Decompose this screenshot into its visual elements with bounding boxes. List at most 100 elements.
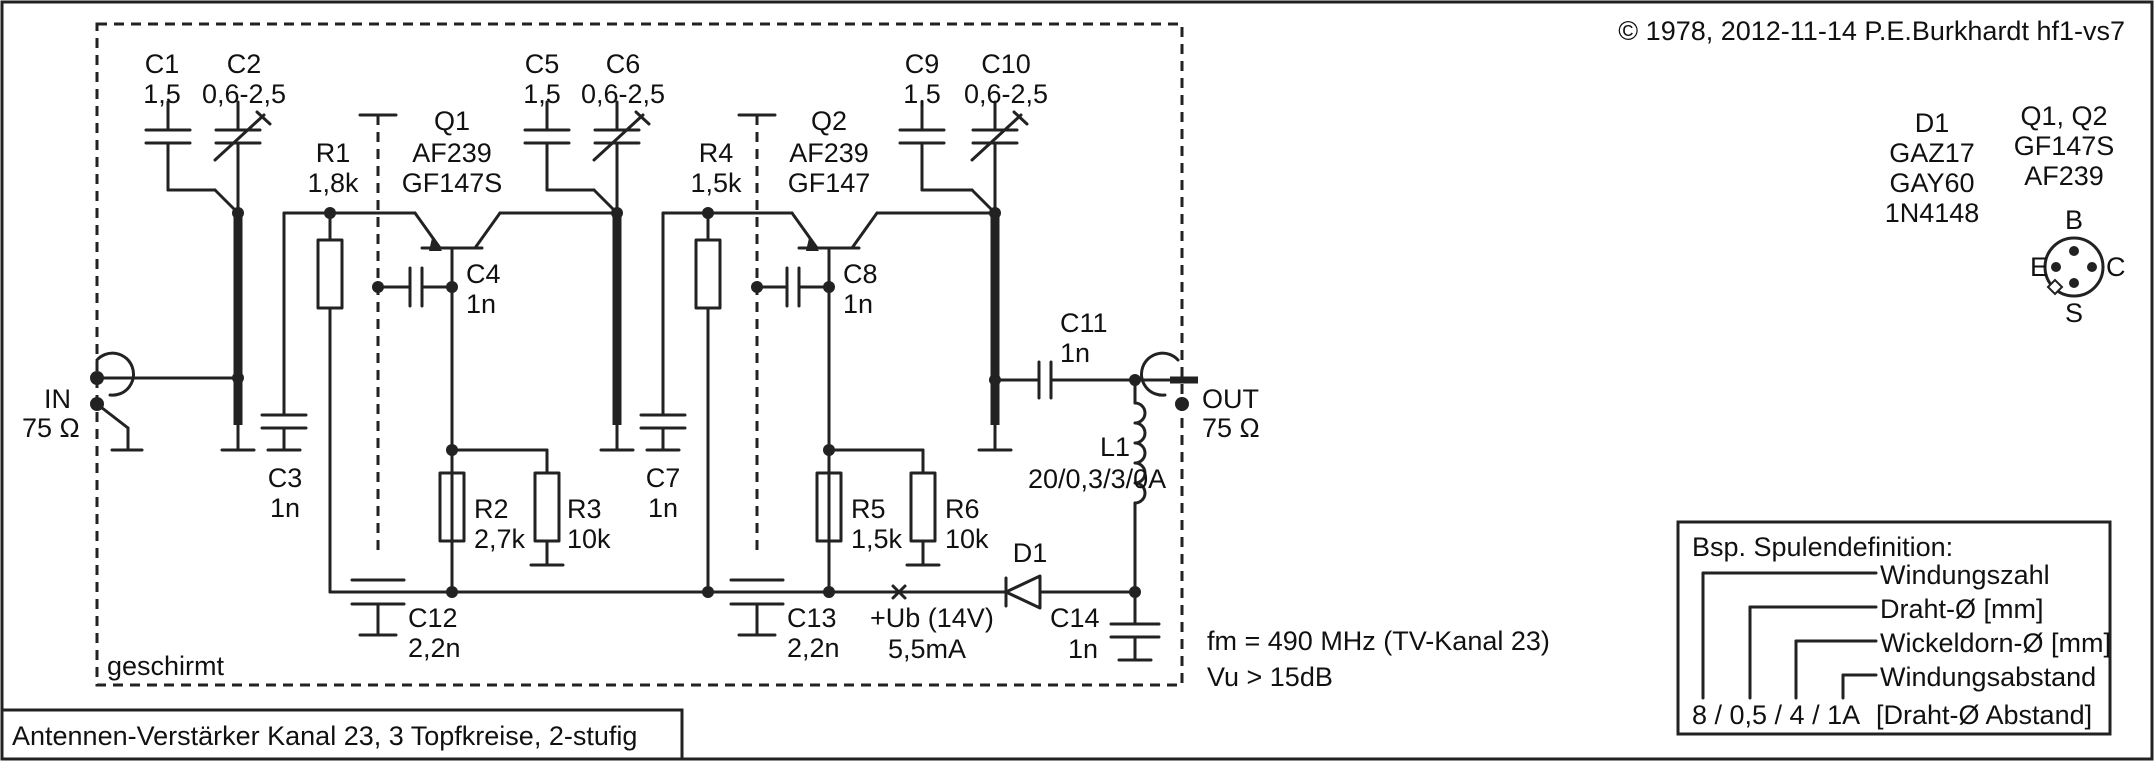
q2-name: Q2: [811, 106, 847, 136]
coil-legend-entry-4: Windungsabstand: [1880, 662, 2096, 692]
c14-name: C14: [1050, 603, 1100, 633]
pin-s-label: S: [2065, 298, 2083, 328]
output-label: OUT: [1202, 384, 1259, 414]
coil-legend-title: Bsp. Spulendefinition:: [1692, 532, 1953, 562]
c12-name: C12: [408, 603, 458, 633]
resistor-r3: [529, 448, 565, 567]
r3-name: R3: [567, 494, 602, 524]
transistor-q2: [790, 211, 997, 594]
input-connector: [90, 351, 240, 452]
transistor-info-type-2: AF239: [2024, 161, 2104, 191]
transistor-q1: [413, 211, 619, 594]
c6-value: 0,6-2,5: [581, 79, 665, 109]
capacitor-c3: [260, 211, 308, 452]
capacitor-c13: [729, 578, 785, 637]
q2-type1: AF239: [789, 138, 869, 168]
c11-name: C11: [1060, 308, 1108, 338]
input-impedance: 75 Ω: [22, 413, 80, 443]
cavity-2: [599, 207, 635, 452]
capacitor-c1: [144, 100, 240, 215]
coil-legend-entry-1: Windungszahl: [1880, 560, 2050, 590]
coil-legend: [1676, 520, 2112, 736]
c7-name: C7: [646, 463, 681, 493]
r2-name: R2: [474, 494, 509, 524]
capacitor-c14: [1109, 590, 1161, 662]
diode-info-type-3: 1N4148: [1885, 198, 1980, 228]
cavity-1: [220, 207, 256, 452]
inductor-l1: [1133, 378, 1147, 594]
diode-info-type-1: GAZ17: [1889, 138, 1975, 168]
r1-name: R1: [316, 138, 351, 168]
output-impedance: 75 Ω: [1202, 413, 1260, 443]
title-box: [0, 708, 684, 761]
shield-label: geschirmt: [107, 651, 225, 681]
q2-type2: GF147: [788, 168, 871, 198]
capacitor-c8: [751, 266, 835, 308]
c12-value: 2,2n: [408, 633, 461, 663]
resistor-r6: [905, 448, 941, 567]
transistor-info-name: Q1, Q2: [2020, 101, 2107, 131]
c8-value: 1n: [843, 289, 873, 319]
transistor-pinout-icon: [2043, 236, 2105, 298]
q1-name: Q1: [434, 106, 470, 136]
c10-value: 0,6-2,5: [964, 79, 1048, 109]
c6-name: C6: [606, 49, 641, 79]
transistor-info-type-1: GF147S: [2014, 131, 2115, 161]
c10-name: C10: [981, 49, 1031, 79]
resistor-r5: [815, 471, 843, 543]
c11-value: 1n: [1060, 338, 1090, 368]
c4-value: 1n: [466, 289, 496, 319]
diode-d1: [1004, 574, 1042, 610]
d1-name: D1: [1013, 538, 1048, 568]
c5-value: 1,5: [523, 79, 561, 109]
c3-name: C3: [268, 463, 303, 493]
c1-name: C1: [145, 49, 180, 79]
c13-name: C13: [787, 603, 837, 633]
capacitor-c9: [898, 100, 997, 215]
coil-legend-entry-3: Wickeldorn-Ø [mm]: [1880, 628, 2111, 658]
c7-value: 1n: [648, 493, 678, 523]
input-label: IN: [44, 384, 71, 414]
coil-legend-entry-5: [Draht-Ø Abstand]: [1876, 700, 2092, 730]
capacitor-c12: [350, 578, 406, 637]
r1-value: 1,8k: [307, 168, 359, 198]
capacitor-c7: [639, 211, 687, 452]
resistor-r1: [316, 211, 344, 594]
c2-value: 0,6-2,5: [202, 79, 286, 109]
supply-current: 5,5mA: [888, 634, 966, 664]
resistor-r4: [694, 211, 722, 594]
diode-info-name: D1: [1915, 108, 1950, 138]
cavity-3: [977, 207, 1013, 452]
q1-type2: GF147S: [402, 168, 503, 198]
r3-value: 10k: [567, 524, 611, 554]
supply-node-marker: [891, 584, 907, 600]
capacitor-c11: [993, 360, 1172, 400]
c4-name: C4: [466, 259, 501, 289]
supply-voltage: +Ub (14V): [870, 603, 994, 633]
capacitor-c6-trimmer: [592, 100, 651, 215]
c9-value: 1,5: [903, 79, 941, 109]
copyright-text: © 1978, 2012-11-14 P.E.Burkhardt hf1-vs7: [1618, 16, 2125, 46]
c8-name: C8: [843, 259, 878, 289]
shield-boundary: [95, 22, 1184, 687]
c2-name: C2: [227, 49, 262, 79]
r4-name: R4: [699, 138, 734, 168]
r5-value: 1,5k: [851, 524, 903, 554]
q1-type1: AF239: [412, 138, 492, 168]
frequency-spec: fm = 490 MHz (TV-Kanal 23): [1207, 626, 1550, 656]
r6-name: R6: [945, 494, 980, 524]
c5-name: C5: [525, 49, 560, 79]
c14-value: 1n: [1068, 634, 1098, 664]
c13-value: 2,2n: [787, 633, 840, 663]
r6-value: 10k: [945, 524, 989, 554]
capacitor-c5: [523, 100, 619, 215]
c9-name: C9: [905, 49, 940, 79]
diode-info-type-2: GAY60: [1889, 168, 1974, 198]
capacitor-c2-trimmer: [213, 100, 272, 215]
resistor-r2: [438, 471, 466, 543]
capacitor-c4: [372, 266, 458, 308]
title-text: Antennen-Verstärker Kanal 23, 3 Topfkrei…: [12, 721, 637, 751]
gain-spec: Vu > 15dB: [1207, 662, 1333, 692]
